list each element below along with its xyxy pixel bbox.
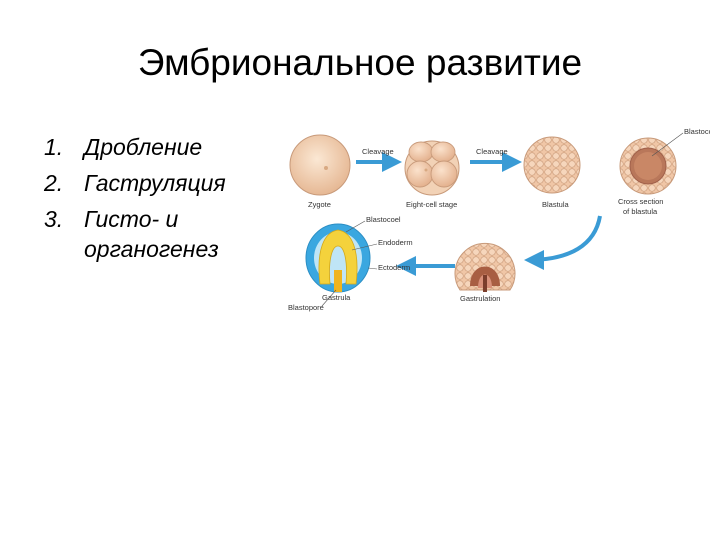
- embryo-development-diagram: Zygote Cleavage Eight-cell stage Cleavag…: [288, 127, 710, 312]
- stage-text: Дробление: [84, 134, 203, 160]
- stage-number: 2.: [44, 170, 64, 196]
- cross-section-label-line1: Cross section: [618, 197, 663, 206]
- eight-cell-label: Eight-cell stage: [406, 200, 457, 209]
- stage-item: 3. Гисто- и органогенез: [44, 204, 289, 264]
- stage-text: Гисто- и органогенез: [84, 206, 219, 262]
- cleavage-label-1: Cleavage: [362, 147, 394, 156]
- zygote-label: Zygote: [308, 200, 331, 209]
- blastula: [523, 136, 581, 194]
- eight-cell-embryo: [404, 140, 460, 196]
- blastula-cross-section: [619, 137, 677, 195]
- curved-arrow: [524, 215, 602, 270]
- stage-item: 1. Дробление: [44, 132, 289, 162]
- stage-list: 1. Дробление 2. Гаструляция 3. Гисто- и …: [44, 132, 289, 270]
- blastopore-label: Blastopore: [288, 303, 324, 312]
- ectoderm-label: Ectoderm: [378, 263, 410, 272]
- cleavage-label-2: Cleavage: [476, 147, 508, 156]
- gastrula: [305, 223, 371, 293]
- stage-text: Гаструляция: [84, 170, 226, 196]
- cross-section-label-line2: of blastula: [623, 207, 658, 216]
- stage-number: 1.: [44, 134, 64, 160]
- gastrulation-embryo: [454, 242, 516, 292]
- blastocoel-label-gastrula: Blastocoel: [366, 215, 401, 224]
- gastrulation-label: Gastrulation: [460, 294, 500, 303]
- endoderm-label: Endoderm: [378, 238, 413, 247]
- stage-item: 2. Гаструляция: [44, 168, 289, 198]
- stage-number: 3.: [44, 206, 64, 232]
- gastrula-label: Gastrula: [322, 293, 351, 302]
- blastocoel-label-top: Blastocoel: [684, 127, 710, 136]
- zygote: [289, 134, 351, 196]
- blastula-label: Blastula: [542, 200, 570, 209]
- slide-title: Эмбриональное развитие: [137, 42, 583, 83]
